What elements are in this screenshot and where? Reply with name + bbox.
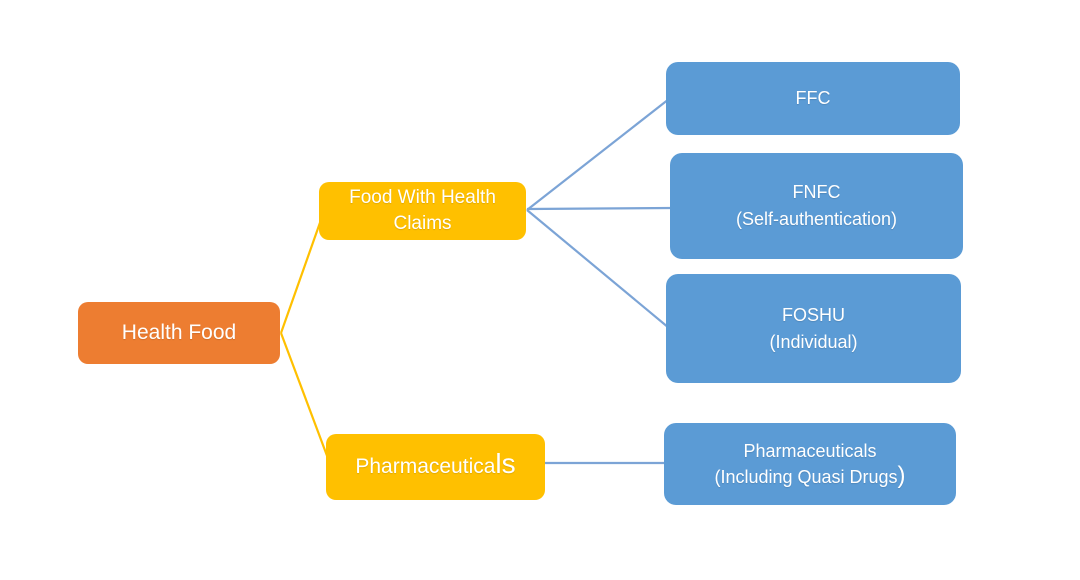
node-food-with-health-claims-line2: Claims (393, 213, 452, 234)
node-pharmaceuticals-branch-label-suffix: ls (495, 448, 516, 479)
node-pharmaceuticals-quasi-drugs-line2: (Including Quasi Drugs) (714, 464, 905, 490)
connector-claims-to-ffc (526, 98, 670, 211)
node-foshu: FOSHU (Individual) (666, 274, 961, 383)
node-fnfc-line1: FNFC (792, 182, 841, 202)
connector-healthfood-to-pharma (279, 332, 331, 462)
node-foshu-line2: (Individual) (769, 331, 858, 352)
connector-healthfood-to-claims (279, 216, 324, 334)
node-pharmaceuticals-quasi-drugs-line1: Pharmaceuticals (743, 440, 877, 461)
node-ffc: FFC (666, 62, 960, 135)
node-food-with-health-claims: Food With Health Claims (319, 182, 526, 240)
node-ffc-label: FFC (795, 88, 831, 108)
node-pharmaceuticals-branch: Pharmaceuticals (326, 434, 545, 500)
node-health-food: Health Food (78, 302, 280, 364)
node-food-with-health-claims-line1: Food With Health (349, 187, 496, 209)
node-health-food-label: Health Food (121, 321, 237, 344)
node-pharmaceuticals-branch-label-main: Pharmaceutica (355, 455, 496, 478)
node-fnfc: FNFC (Self-authentication) (670, 153, 963, 259)
node-pharmaceuticals-quasi-drugs-line2-paren: ) (897, 462, 906, 489)
connector-claims-to-foshu (526, 209, 670, 329)
node-pharmaceuticals-quasi-drugs: Pharmaceuticals (Including Quasi Drugs) (664, 423, 956, 505)
node-pharmaceuticals-quasi-drugs-line2-main: (Including Quasi Drugs (714, 467, 898, 487)
node-pharmaceuticals-branch-label: Pharmaceuticals (355, 450, 515, 479)
node-foshu-line1: FOSHU (782, 304, 845, 325)
connector-claims-to-fnfc (526, 206, 673, 211)
node-fnfc-line2: (Self-authentication) (735, 209, 898, 229)
